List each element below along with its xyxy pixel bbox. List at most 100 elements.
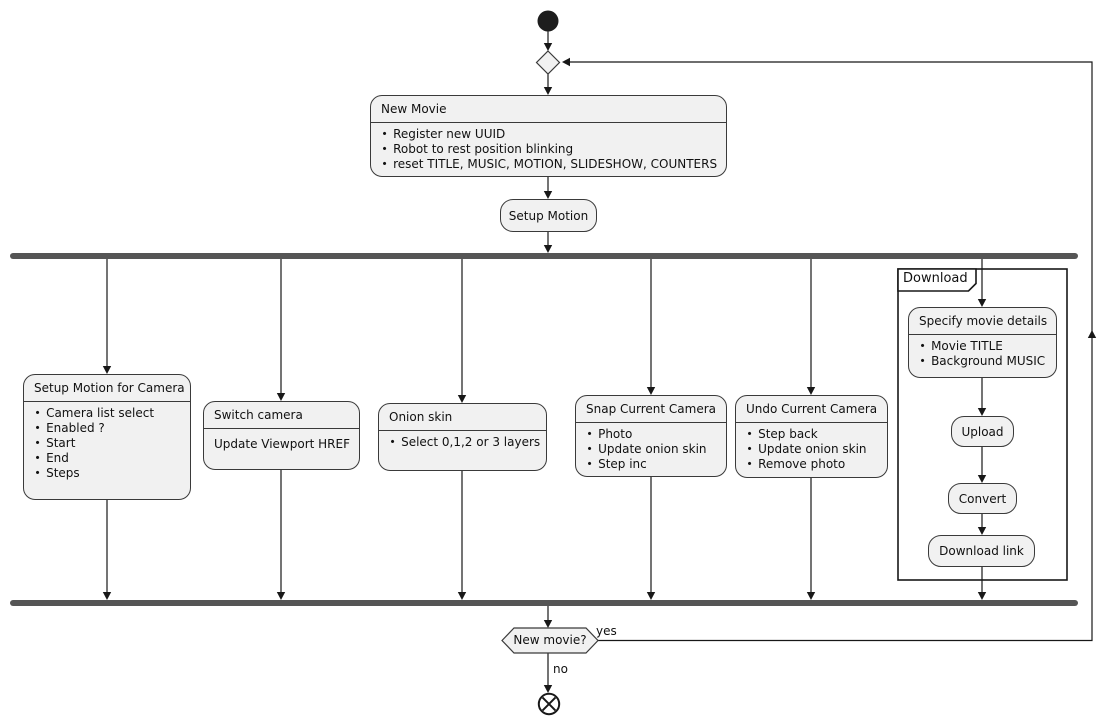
activity-body: •Step back•Update onion skin•Remove phot… — [736, 423, 887, 476]
bullet-dot: • — [919, 339, 926, 353]
arrowhead — [457, 592, 467, 600]
activity-setup-motion-for-camera: Setup Motion for Camera •Camera list sel… — [23, 374, 191, 500]
bullet-dot: • — [586, 442, 593, 456]
decision-hexagon — [501, 627, 599, 654]
start-node — [537, 10, 559, 32]
bullet-dot: • — [586, 427, 593, 441]
arrowhead — [457, 395, 467, 403]
bullet-item: •Register new UUID — [381, 127, 506, 141]
decision-label: New movie? — [513, 633, 587, 647]
activity-download-link: Download link — [928, 535, 1035, 567]
arrowhead — [977, 527, 987, 535]
arrowhead — [102, 592, 112, 600]
arrowhead — [276, 592, 286, 600]
activity-title: New Movie — [371, 96, 726, 123]
bullet-dot: • — [746, 442, 753, 456]
activity-title: Specify movie details — [909, 308, 1056, 335]
join-bar — [10, 600, 1078, 606]
arrowhead — [102, 366, 112, 374]
activity-setup-motion: Setup Motion — [500, 199, 597, 232]
activity-title: Onion skin — [379, 404, 546, 431]
activity-title: Snap Current Camera — [576, 396, 726, 423]
activity-body: •Camera list select•Enabled ?•Start•End•… — [24, 402, 190, 485]
bullet-dot: • — [381, 142, 388, 156]
no-branch-label: no — [553, 662, 568, 676]
bullet-item: •Steps — [34, 466, 80, 480]
arrowhead — [1087, 330, 1097, 338]
bullet-dot: • — [381, 157, 388, 171]
bullet-item: •Movie TITLE — [919, 339, 1003, 353]
activity-undo-current-camera: Undo Current Camera •Step back•Update on… — [735, 395, 888, 478]
bullet-item: •reset TITLE, MUSIC, MOTION, SLIDESHOW, … — [381, 157, 718, 171]
merge-diamond — [535, 50, 561, 75]
activity-convert: Convert — [948, 483, 1017, 514]
bullet-dot: • — [34, 436, 41, 450]
arrowhead — [543, 620, 553, 628]
arrowhead — [646, 387, 656, 395]
bullet-dot: • — [381, 127, 388, 141]
bullet-item: •Start — [34, 436, 76, 450]
bullet-item: •Robot to rest position blinking — [381, 142, 574, 156]
activity-label: Download link — [939, 544, 1024, 558]
activity-label: Setup Motion — [508, 208, 589, 223]
arrowhead — [543, 191, 553, 199]
bullet-item: •Update onion skin — [586, 442, 707, 456]
partition-label-tab — [897, 268, 977, 292]
bullet-item: •Select 0,1,2 or 3 layers — [389, 435, 541, 449]
bullet-item: •End — [34, 451, 69, 465]
activity-new-movie: New Movie •Register new UUID•Robot to re… — [370, 95, 727, 177]
bullet-item: •Camera list select — [34, 406, 155, 420]
activity-title: Setup Motion for Camera — [24, 375, 190, 402]
activity-label: Upload — [961, 424, 1004, 439]
activity-snap-current-camera: Snap Current Camera •Photo•Update onion … — [575, 395, 727, 477]
bullet-dot: • — [34, 466, 41, 480]
activity-body: •Photo•Update onion skin•Step inc — [576, 423, 726, 476]
fork-bar — [10, 253, 1078, 259]
bullet-dot: • — [746, 457, 753, 471]
bullet-dot: • — [389, 435, 396, 449]
arrowhead — [543, 245, 553, 253]
arrowhead — [543, 43, 553, 51]
activity-text: Update Viewport HREF — [214, 437, 351, 451]
activity-body: •Select 0,1,2 or 3 layers — [379, 431, 546, 454]
bullet-item: •Remove photo — [746, 457, 846, 471]
partition-label: Download — [903, 271, 968, 286]
bullet-dot: • — [34, 421, 41, 435]
arrowhead — [543, 685, 553, 693]
arrowhead — [806, 592, 816, 600]
activity-title: Switch camera — [204, 402, 359, 429]
bullet-item: •Background MUSIC — [919, 354, 1046, 368]
bullet-item: •Enabled ? — [34, 421, 105, 435]
bullet-dot: • — [34, 451, 41, 465]
yes-loop-edge — [566, 61, 1093, 642]
activity-title: Undo Current Camera — [736, 396, 887, 423]
arrowhead — [562, 57, 570, 67]
yes-branch-label: yes — [596, 624, 617, 638]
arrowhead — [977, 299, 987, 307]
bullet-dot: • — [746, 427, 753, 441]
activity-switch-camera: Switch camera Update Viewport HREF — [203, 401, 360, 470]
arrowhead — [543, 87, 553, 95]
arrowhead — [276, 393, 286, 401]
arrowhead — [646, 592, 656, 600]
bullet-item: •Update onion skin — [746, 442, 867, 456]
activity-body: •Register new UUID•Robot to rest positio… — [371, 123, 726, 176]
activity-body: •Movie TITLE•Background MUSIC — [909, 335, 1056, 373]
arrowhead — [977, 475, 987, 483]
bullet-item: •Step back — [746, 427, 818, 441]
partition-outline — [897, 268, 1068, 581]
activity-label: Convert — [958, 491, 1007, 506]
bullet-dot: • — [34, 406, 41, 420]
activity-onion-skin: Onion skin •Select 0,1,2 or 3 layers — [378, 403, 547, 471]
bullet-item: •Step inc — [586, 457, 647, 471]
bullet-item: •Photo — [586, 427, 633, 441]
activity-upload: Upload — [951, 416, 1014, 447]
bullet-dot: • — [586, 457, 593, 471]
end-node — [537, 692, 561, 716]
arrowhead — [977, 592, 987, 600]
arrowhead — [977, 408, 987, 416]
bullet-dot: • — [919, 354, 926, 368]
activity-specify-movie-details: Specify movie details •Movie TITLE•Backg… — [908, 307, 1057, 378]
